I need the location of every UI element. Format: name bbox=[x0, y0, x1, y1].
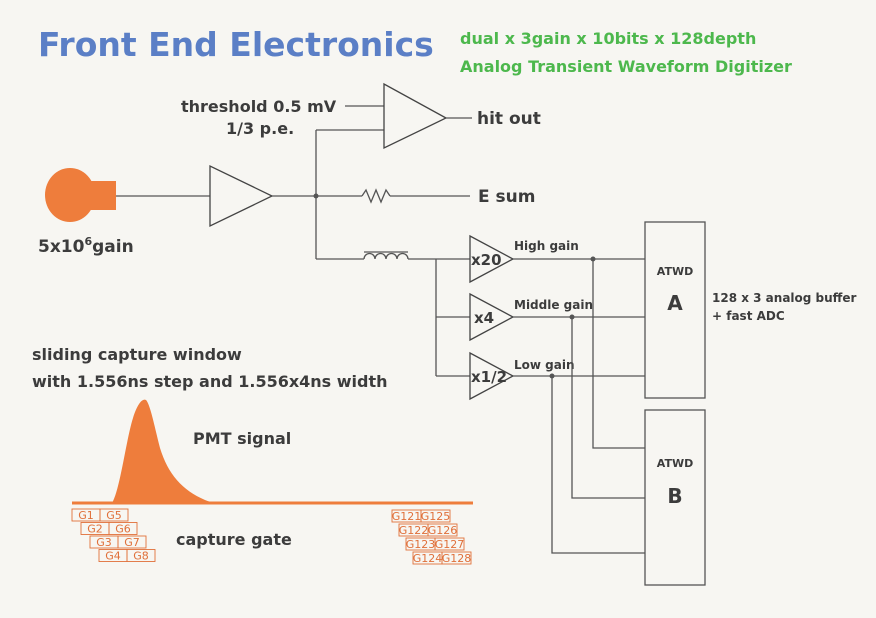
gate-label-left-1-0: G2 bbox=[87, 523, 103, 536]
atwd-a-name: ATWD bbox=[657, 265, 693, 278]
pmt-signal-label: PMT signal bbox=[193, 429, 291, 448]
discriminator-symbol bbox=[383, 82, 448, 150]
gate-box-left-0-1 bbox=[99, 508, 129, 522]
atwd-b-box bbox=[644, 409, 706, 586]
gate-label-right-3-0: G124 bbox=[413, 552, 443, 565]
esum-label: E sum bbox=[478, 187, 535, 207]
pmt-signal-pulse bbox=[112, 399, 224, 503]
gate-label-right-1-1: G126 bbox=[428, 524, 458, 537]
gate-box-left-1-1 bbox=[108, 522, 138, 535]
high-gain-label: High gain bbox=[514, 239, 579, 253]
low-gain-amp-symbol bbox=[469, 351, 515, 401]
buffer-note-line1: 128 x 3 analog buffer bbox=[712, 291, 857, 305]
page-title: Front End Electronics bbox=[38, 25, 434, 64]
preamp-symbol bbox=[209, 164, 274, 228]
high-gain-amp-symbol bbox=[469, 234, 515, 284]
hit-out-label: hit out bbox=[477, 109, 541, 129]
high-gain-factor: x20 bbox=[471, 251, 502, 269]
high-to-b-wire bbox=[592, 259, 645, 449]
atwd-a-box bbox=[644, 221, 706, 399]
gate-box-left-2-1 bbox=[117, 535, 147, 549]
gate-box-left-3-1 bbox=[126, 549, 156, 562]
gate-label-left-0-1: G5 bbox=[106, 509, 122, 522]
threshold-pe-label: 1/3 p.e. bbox=[226, 119, 294, 138]
gate-label-right-3-1: G128 bbox=[442, 552, 472, 565]
atwd-b-letter: B bbox=[667, 484, 682, 508]
gate-box-right-1-1 bbox=[427, 523, 458, 537]
low-gain-factor: x1/2 bbox=[471, 368, 507, 386]
gate-label-left-3-0: G4 bbox=[105, 550, 121, 563]
middle-gain-factor: x4 bbox=[474, 309, 494, 327]
gate-label-left-2-1: G7 bbox=[124, 536, 140, 549]
gate-box-right-2-1 bbox=[434, 537, 465, 551]
capture-window-line2: with 1.556ns step and 1.556x4ns width bbox=[32, 372, 388, 391]
middle-gain-label: Middle gain bbox=[514, 298, 593, 312]
buffer-note-line2: + fast ADC bbox=[712, 309, 785, 323]
gate-label-right-0-0: G121 bbox=[392, 510, 422, 523]
low-gain-label: Low gain bbox=[514, 358, 575, 372]
pmt-gain-label: 5x106gain bbox=[38, 235, 134, 257]
inductor-symbol bbox=[363, 252, 409, 260]
gate-label-left-2-0: G3 bbox=[96, 536, 112, 549]
low-to-b-wire bbox=[551, 376, 645, 554]
resistor-symbol bbox=[361, 188, 391, 204]
gate-label-left-0-0: G1 bbox=[78, 509, 94, 522]
atwd-b-name: ATWD bbox=[657, 457, 693, 470]
subtitle-line2: Analog Transient Waveform Digitizer bbox=[460, 57, 792, 76]
gate-label-left-1-1: G6 bbox=[115, 523, 131, 536]
gate-label-right-0-1: G125 bbox=[421, 510, 451, 523]
gate-box-right-3-1 bbox=[441, 551, 472, 565]
gate-label-right-2-1: G127 bbox=[435, 538, 465, 551]
middle-gain-amp-symbol bbox=[469, 292, 515, 342]
pmt-icon bbox=[45, 168, 116, 222]
capture-gate-label: capture gate bbox=[176, 530, 292, 549]
subtitle-line1: dual x 3gain x 10bits x 128depth bbox=[460, 29, 756, 48]
middle-to-b-wire bbox=[571, 317, 645, 499]
gate-label-right-2-0: G123 bbox=[406, 538, 436, 551]
gate-label-right-1-0: G122 bbox=[399, 524, 429, 537]
gate-label-left-3-1: G8 bbox=[133, 550, 149, 563]
threshold-label: threshold 0.5 mV bbox=[181, 97, 337, 116]
gate-box-right-0-1 bbox=[420, 509, 451, 523]
atwd-a-letter: A bbox=[667, 291, 683, 315]
capture-window-line1: sliding capture window bbox=[32, 345, 242, 364]
